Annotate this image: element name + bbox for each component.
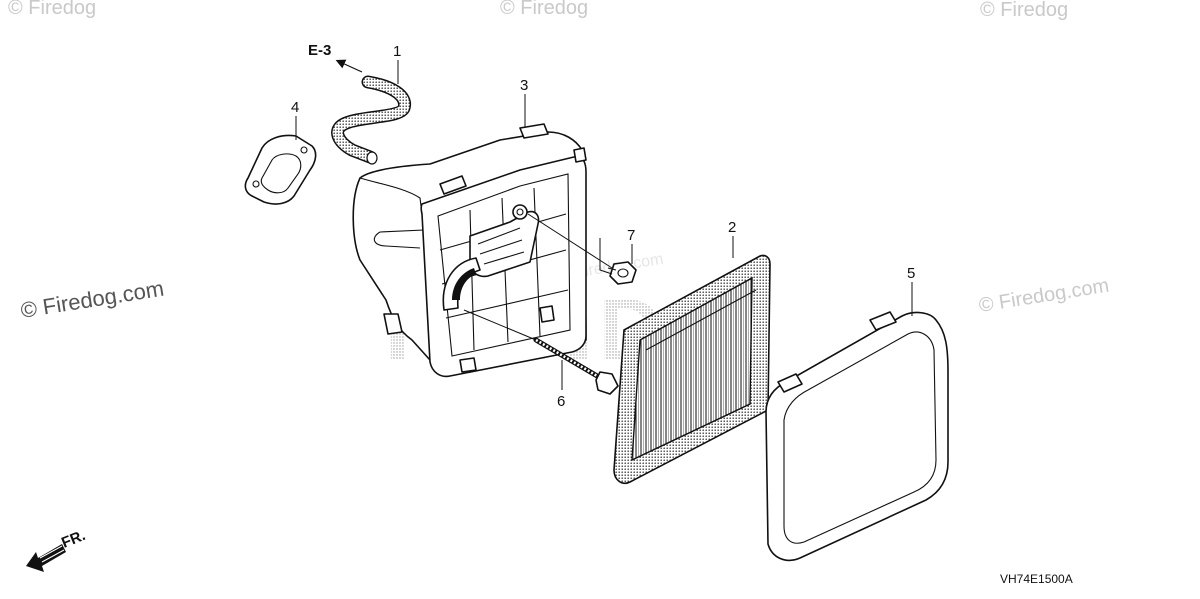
callout-3: 3 — [520, 77, 528, 94]
callout-7: 7 — [627, 227, 635, 244]
watermark-top-left: © Firedog — [8, 0, 96, 19]
reference-e3: E-3 — [308, 42, 331, 59]
callout-2: 2 — [728, 219, 736, 236]
part-3-air-cleaner-case — [352, 123, 587, 378]
part-2-filter-element — [613, 254, 771, 485]
part-5-cover — [765, 311, 949, 562]
diagram-code: VH74E1500A — [1000, 572, 1073, 586]
part-6-bolt — [533, 337, 619, 395]
watermark-top-center: © Firedog — [500, 0, 588, 19]
callout-4: 4 — [291, 99, 299, 116]
reference-arrow — [335, 59, 363, 73]
callout-5: 5 — [907, 265, 915, 282]
front-marker-label: FR. — [59, 527, 88, 552]
watermark-top-right: © Firedog — [980, 0, 1068, 21]
front-arrow-icon — [26, 544, 66, 572]
watermark-main: © Firedog.com — [19, 276, 166, 323]
part-1-breather-tube — [331, 75, 412, 165]
part-4-gasket — [244, 134, 317, 205]
part-7-nut — [607, 261, 637, 285]
callout-1: 1 — [393, 43, 401, 60]
callout-6: 6 — [557, 393, 565, 410]
watermark-right: © Firedog.com — [977, 275, 1110, 317]
